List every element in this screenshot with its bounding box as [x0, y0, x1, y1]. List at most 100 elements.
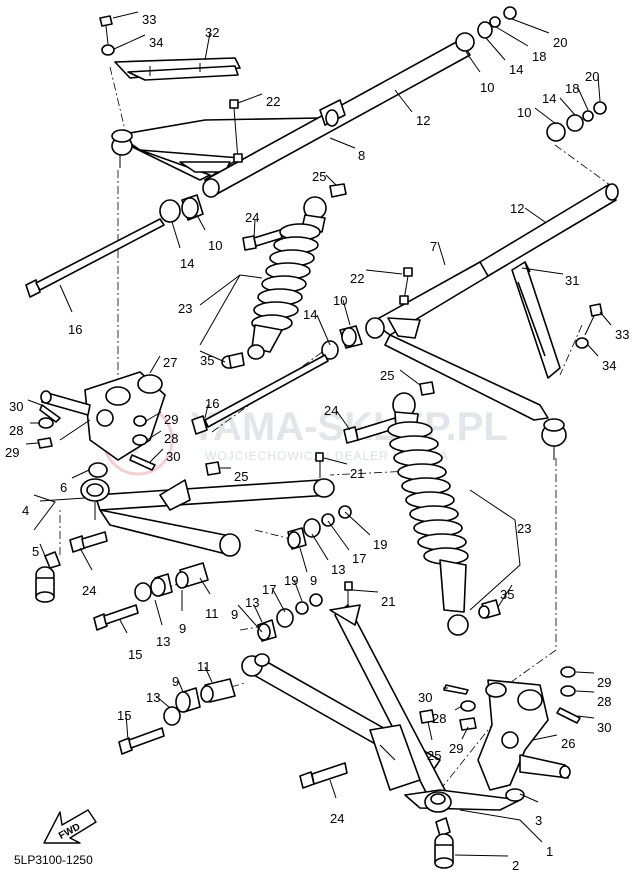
callout-c5: 5 — [32, 544, 39, 559]
upper-arm-left — [111, 39, 471, 198]
callout-c32: 32 — [205, 25, 219, 40]
diagram-code: 5LP3100-1250 — [14, 853, 93, 867]
callout-c10d: 10 — [333, 293, 347, 308]
callout-c10c: 10 — [208, 238, 222, 253]
callout-c9b: 9 — [231, 607, 238, 622]
callout-c7: 7 — [430, 239, 437, 254]
bracket-31 — [511, 261, 561, 379]
callout-c11b: 11 — [197, 659, 211, 674]
callout-c1: 1 — [546, 844, 553, 859]
bolt-24-mid — [343, 417, 398, 444]
callout-c24b: 24 — [324, 403, 338, 418]
callout-c29c: 29 — [597, 675, 611, 690]
nut-25-mid-right — [419, 381, 435, 396]
callout-c16a: 16 — [68, 322, 82, 337]
callout-c17a: 17 — [352, 551, 366, 566]
shock-absorber-lower — [387, 392, 469, 636]
callout-c14b: 14 — [542, 91, 556, 106]
leader-lines — [25, 11, 612, 857]
grease-nipple-21-b — [344, 581, 353, 606]
callout-c23b: 23 — [517, 521, 531, 536]
bushings-14-10-mid — [321, 325, 363, 360]
ball-joint-2 — [434, 817, 454, 869]
callout-c26: 26 — [561, 736, 575, 751]
callout-c28b: 28 — [164, 431, 178, 446]
callout-c27: 27 — [163, 355, 177, 370]
callout-c24d: 24 — [330, 811, 344, 826]
callout-numbers: 3334322281210141820101418202512101424716… — [5, 12, 629, 873]
callout-c24c: 24 — [82, 583, 96, 598]
long-bolt-16-mid — [191, 354, 329, 435]
callout-c28a: 28 — [9, 423, 23, 438]
callout-c9d: 9 — [172, 674, 179, 689]
callout-c14d: 14 — [303, 307, 317, 322]
bolt-24-lower — [299, 762, 348, 789]
callout-c25c: 25 — [234, 469, 248, 484]
bushings-11-13-9-lower — [163, 678, 236, 726]
bolt-33-right — [575, 303, 603, 349]
lower-arm-right — [241, 604, 521, 813]
ring-6 — [88, 462, 108, 478]
callout-c25b: 25 — [380, 368, 394, 383]
ball-joint-5 — [35, 551, 61, 603]
bushings-upper-right — [455, 6, 607, 142]
callout-c12a: 12 — [416, 113, 430, 128]
bolt-33-top — [99, 15, 115, 56]
spacer-35-lower — [478, 599, 501, 619]
callout-c22b: 22 — [350, 271, 364, 286]
callout-c20b: 20 — [585, 69, 599, 84]
callout-c14a: 14 — [509, 62, 523, 77]
callout-c20a: 20 — [553, 35, 567, 50]
callout-c15b: 15 — [117, 708, 131, 723]
callout-c11a: 11 — [205, 606, 219, 621]
callout-c15a: 15 — [128, 647, 142, 662]
callout-c28d: 28 — [432, 711, 446, 726]
callout-c10a: 10 — [480, 80, 494, 95]
callout-c13c: 13 — [156, 634, 170, 649]
nut-25-lower — [419, 709, 435, 724]
callout-c3: 3 — [535, 813, 542, 828]
callout-c28c: 28 — [597, 694, 611, 709]
watermark-subtitle: WOJCIECHOWICZ | DEALER YAMAHA — [205, 449, 449, 463]
bolt-15-upper — [93, 604, 139, 631]
callout-c13b: 13 — [245, 595, 259, 610]
callout-c8: 8 — [358, 148, 365, 163]
callout-c17b: 17 — [262, 582, 276, 597]
ring-3 — [505, 788, 525, 802]
bolt-24-lower-left — [69, 531, 108, 553]
callout-c34a: 34 — [149, 35, 163, 50]
callout-c16b: 16 — [205, 396, 219, 411]
callout-c35a: 35 — [200, 353, 214, 368]
callout-c29d: 29 — [449, 741, 463, 756]
shock-absorber-upper — [247, 196, 327, 360]
callout-c33b: 33 — [615, 327, 629, 342]
callout-c13a: 13 — [331, 562, 345, 577]
grease-nipple-22-mid — [399, 267, 413, 305]
callout-c14c: 14 — [180, 256, 194, 271]
callout-c21b: 21 — [381, 594, 395, 609]
knuckle-27-left — [40, 371, 166, 461]
upper-arm-right — [365, 183, 619, 460]
bushings-11-13-9-upper — [134, 562, 209, 602]
bolt-15-lower — [118, 727, 165, 755]
knuckle-26-right — [477, 679, 571, 791]
nut-25-top — [329, 183, 347, 198]
callout-c25a: 25 — [312, 169, 326, 184]
bushings-9-13-17-19-b — [257, 593, 323, 642]
callout-c23a: 23 — [178, 301, 192, 316]
callout-c30c: 30 — [418, 690, 432, 705]
callout-c35b: 35 — [500, 587, 514, 602]
fwd-arrow-icon: FWD — [43, 809, 97, 844]
callout-c18a: 18 — [532, 49, 546, 64]
callout-c12b: 12 — [510, 201, 524, 216]
long-bolt-16-upper — [25, 218, 165, 298]
hardware-28-29-30-right — [443, 666, 581, 731]
callout-c10b: 10 — [517, 105, 531, 120]
callout-c22a: 22 — [266, 94, 280, 109]
grease-nipple-21-a — [315, 452, 324, 478]
callout-c19b: 19 — [284, 573, 298, 588]
callout-c31: 31 — [565, 273, 579, 288]
callout-c33a: 33 — [142, 12, 156, 27]
